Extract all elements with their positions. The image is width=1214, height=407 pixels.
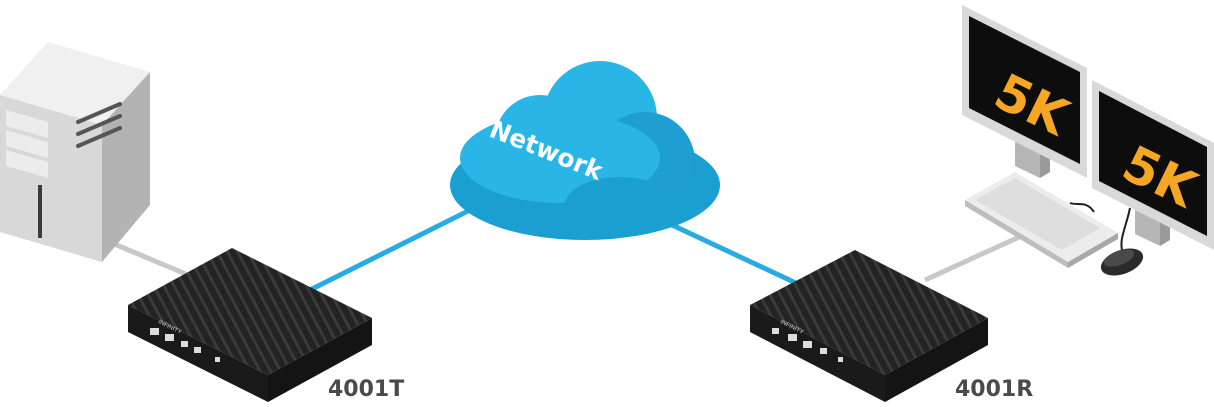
pc-to-transmitter-cable xyxy=(99,235,201,283)
transmitter-label: 4001T xyxy=(328,377,404,402)
receiver-to-peripherals-cable xyxy=(923,229,1032,283)
mouse-icon xyxy=(1100,248,1144,276)
receiver-label: 4001R xyxy=(955,377,1033,402)
monitor-2-icon: 5K xyxy=(1092,80,1214,250)
receiver-ports xyxy=(772,328,843,362)
pc-tower-icon xyxy=(0,42,150,262)
transmitter-ports xyxy=(150,328,220,362)
mouse-cable xyxy=(1120,207,1131,255)
keyboard-icon xyxy=(965,172,1118,268)
keyboard-cable xyxy=(1069,202,1095,213)
network-cloud-icon: Network xyxy=(450,61,720,240)
monitor-1-icon: 5K xyxy=(962,5,1087,178)
transmitter-device: INFINITY xyxy=(128,248,372,402)
receiver-device: INFINITY xyxy=(750,250,988,402)
